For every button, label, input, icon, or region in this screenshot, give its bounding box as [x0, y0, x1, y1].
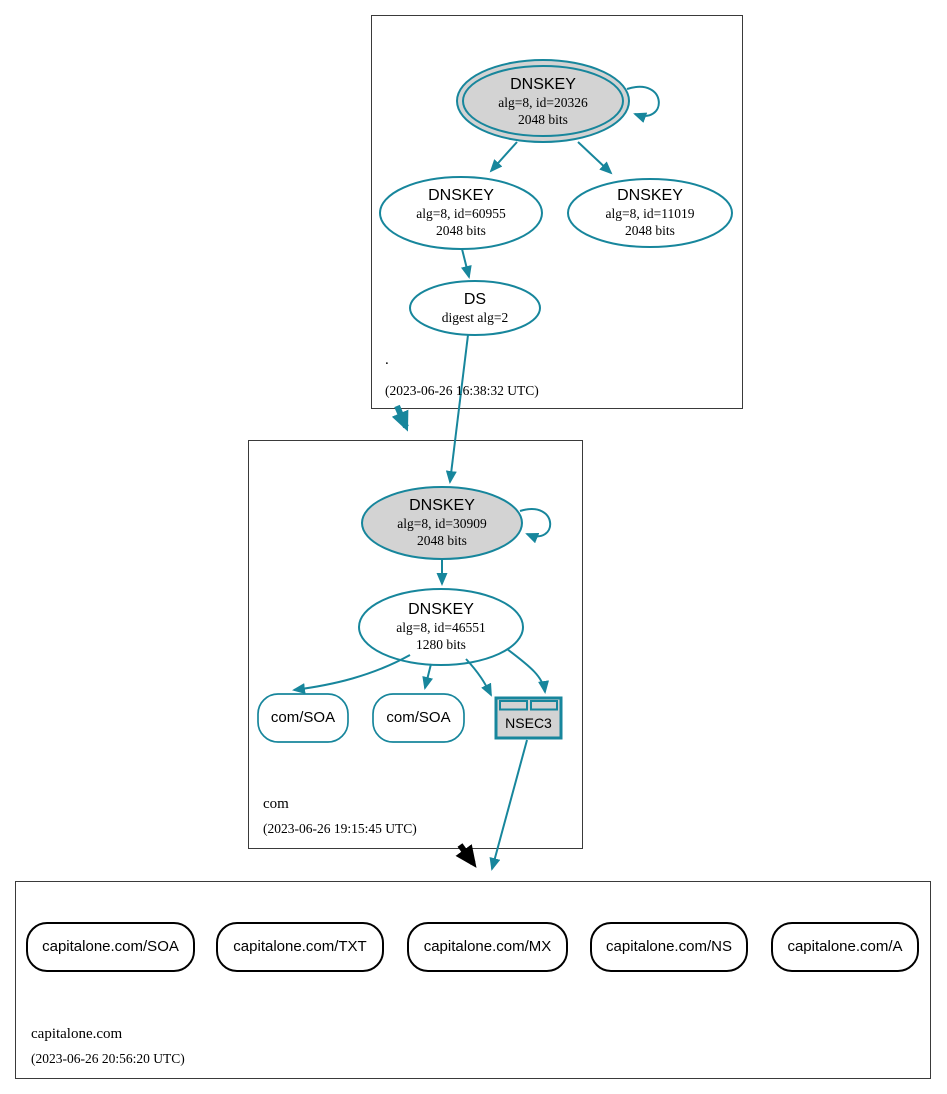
root-ksk-detail1: alg=8, id=20326 — [498, 95, 588, 111]
com-zone-name: com — [263, 796, 289, 812]
com-zsk-label: DNSKEY alg=8, id=46551 1280 bits — [359, 589, 523, 665]
capitalone-soa-label: capitalone.com/SOA — [42, 937, 179, 955]
com-soa1-label: com/SOA — [270, 708, 336, 726]
root-zone-timestamp: (2023-06-26 16:38:32 UTC) — [385, 383, 539, 398]
root-ksk-label: DNSKEY alg=8, id=20326 2048 bits — [457, 63, 629, 141]
com-zone-box — [248, 440, 583, 849]
capitalone-mx-label: capitalone.com/MX — [423, 937, 552, 955]
com-ksk-label: DNSKEY alg=8, id=30909 2048 bits — [362, 487, 522, 559]
com-zone-timestamp: (2023-06-26 19:15:45 UTC) — [263, 821, 417, 836]
root-ds-detail1: digest alg=2 — [441, 310, 509, 326]
root-zone-box — [371, 15, 743, 409]
delegation-arrow-root-to-com — [391, 404, 409, 432]
com-zsk-detail2: 1280 bits — [416, 637, 466, 652]
com-soa2-label: com/SOA — [386, 708, 451, 726]
root-ds-title: DS — [463, 291, 487, 309]
capitalone-txt-label: capitalone.com/TXT — [233, 937, 367, 955]
com-ksk-detail2: 2048 bits — [417, 533, 467, 548]
root-zone-name: . — [385, 352, 389, 368]
capitalone-a-label: capitalone.com/A — [787, 937, 903, 955]
root-zsk-label: DNSKEY alg=8, id=60955 2048 bits — [380, 177, 542, 249]
root-dnskey-11019-title: DNSKEY — [617, 187, 683, 205]
capitalone-zone-box — [15, 881, 931, 1079]
root-zsk-detail1: alg=8, id=60955 — [416, 206, 506, 222]
root-dnskey-11019-detail2: 2048 bits — [625, 223, 675, 238]
capitalone-ns-label: capitalone.com/NS — [606, 937, 732, 955]
root-dnskey-11019-detail1: alg=8, id=11019 — [605, 206, 695, 222]
root-zsk-title: DNSKEY — [428, 187, 494, 205]
root-zsk-detail2: 2048 bits — [436, 223, 486, 238]
root-ds-label: DS digest alg=2 — [411, 283, 539, 334]
com-ksk-detail1: alg=8, id=30909 — [397, 516, 487, 532]
com-zsk-title: DNSKEY — [408, 601, 474, 619]
capitalone-zone-timestamp: (2023-06-26 20:56:20 UTC) — [31, 1051, 185, 1066]
root-dnskey-11019-label: DNSKEY alg=8, id=11019 2048 bits — [568, 179, 732, 247]
root-ksk-title: DNSKEY — [510, 76, 576, 94]
capitalone-zone-name: capitalone.com — [31, 1026, 123, 1042]
com-nsec3-label: NSEC3 — [505, 714, 552, 731]
com-ksk-title: DNSKEY — [409, 497, 475, 515]
com-zsk-detail1: alg=8, id=46551 — [396, 620, 486, 636]
root-ksk-detail2: 2048 bits — [518, 112, 568, 127]
